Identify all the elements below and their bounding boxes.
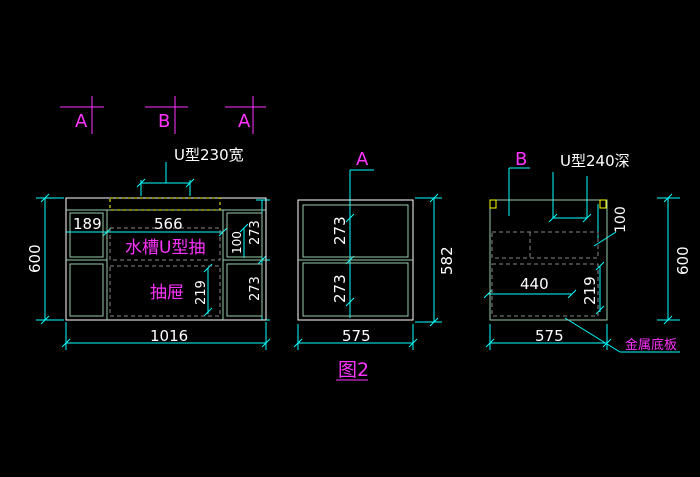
section-dim-100: 100 (613, 206, 629, 233)
front-dim-100: 100 (230, 231, 244, 254)
front-dim-1016: 1016 (150, 327, 188, 345)
metal-base-note: 金属底板 (625, 337, 677, 353)
side-dim-582: 582 (438, 246, 456, 275)
front-dim-273-upper: 273 (248, 220, 263, 245)
side-dim-273-lower: 273 (331, 274, 349, 303)
view-b-title: B (515, 149, 527, 170)
section-dim-440: 440 (520, 275, 549, 293)
side-view (297, 199, 414, 321)
label-drawer: 抽屉 (150, 283, 184, 303)
section-dim-600: 600 (674, 246, 692, 275)
section-markers (60, 96, 266, 134)
section-mark-a-left: A (75, 111, 88, 132)
front-dim-273-lower: 273 (248, 276, 263, 301)
section-mark-a-right: A (238, 111, 251, 132)
front-dim-600: 600 (26, 244, 44, 273)
front-dim-219: 219 (194, 280, 209, 305)
section-mark-b-top: B (158, 111, 170, 132)
side-dim-273-upper: 273 (331, 216, 349, 245)
front-dim-566: 566 (154, 215, 183, 233)
section-dim-575: 575 (535, 327, 564, 345)
figure-title: 图2 (338, 359, 369, 381)
front-dim-189: 189 (73, 215, 102, 233)
section-view (489, 199, 608, 321)
view-a-title: A (356, 149, 369, 170)
front-cutout-note: U型230宽 (174, 146, 244, 164)
side-dim-575: 575 (342, 327, 371, 345)
section-cutout-note: U型240深 (560, 152, 630, 170)
section-dim-219: 219 (581, 276, 599, 305)
front-view (65, 197, 267, 321)
label-sink-drawer: 水槽U型抽 (125, 238, 205, 258)
